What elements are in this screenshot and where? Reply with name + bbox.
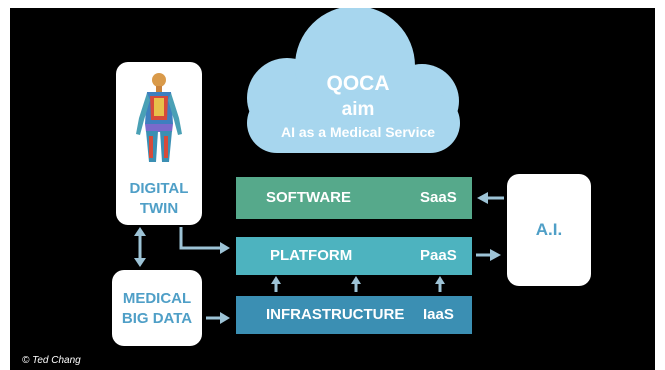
ai-to-software-arrowhead — [477, 192, 488, 204]
digital-twin-label-line2: TWIN — [139, 200, 179, 217]
paas-tag: PaaS — [420, 247, 457, 264]
software-label: SOFTWARE — [266, 189, 351, 206]
digital-twin-label-line1: DIGITAL — [129, 180, 189, 197]
slide: QOCA aim AI as a Medical Service DIGITAL… — [10, 8, 655, 370]
digital-twin-box: DIGITAL TWIN — [116, 62, 202, 225]
twin-to-platform-arrow — [179, 227, 222, 250]
iaas-tag: IaaS — [423, 306, 454, 323]
platform-layer-bar: PLATFORM PaaS — [236, 237, 472, 275]
twin-data-arrowhead-down — [134, 258, 146, 267]
infra-platform-arrowhead-3 — [435, 276, 445, 284]
human-body-icon — [136, 73, 182, 162]
arrows-layer — [134, 192, 504, 324]
infra-platform-arrowhead-1 — [271, 276, 281, 284]
data-to-infrastructure-arrowhead — [220, 312, 230, 324]
cloud-subtitle: aim — [341, 99, 375, 120]
ai-box: A.I. — [507, 174, 591, 286]
medical-big-data-box: MEDICAL BIG DATA — [112, 270, 202, 346]
twin-data-arrowhead-up — [134, 227, 146, 236]
infrastructure-label: INFRASTRUCTURE — [266, 306, 405, 323]
cloud-title: QOCA — [326, 72, 390, 95]
saas-tag: SaaS — [420, 189, 457, 206]
cloud-tagline: AI as a Medical Service — [280, 124, 436, 140]
infra-platform-arrowhead-2 — [351, 276, 361, 284]
ai-label: A.I. — [535, 220, 563, 239]
credit-text: © Ted Chang — [22, 355, 81, 366]
cloud-shape — [247, 8, 460, 153]
software-layer-bar: SOFTWARE SaaS — [236, 177, 472, 219]
platform-label: PLATFORM — [270, 247, 353, 264]
platform-to-ai-arrowhead — [490, 249, 501, 261]
medical-big-data-label-line1: MEDICAL — [122, 290, 192, 307]
twin-to-platform-arrowhead — [220, 242, 230, 254]
medical-big-data-label-line2: BIG DATA — [121, 310, 193, 327]
infrastructure-layer-bar: INFRASTRUCTURE IaaS — [236, 296, 472, 334]
